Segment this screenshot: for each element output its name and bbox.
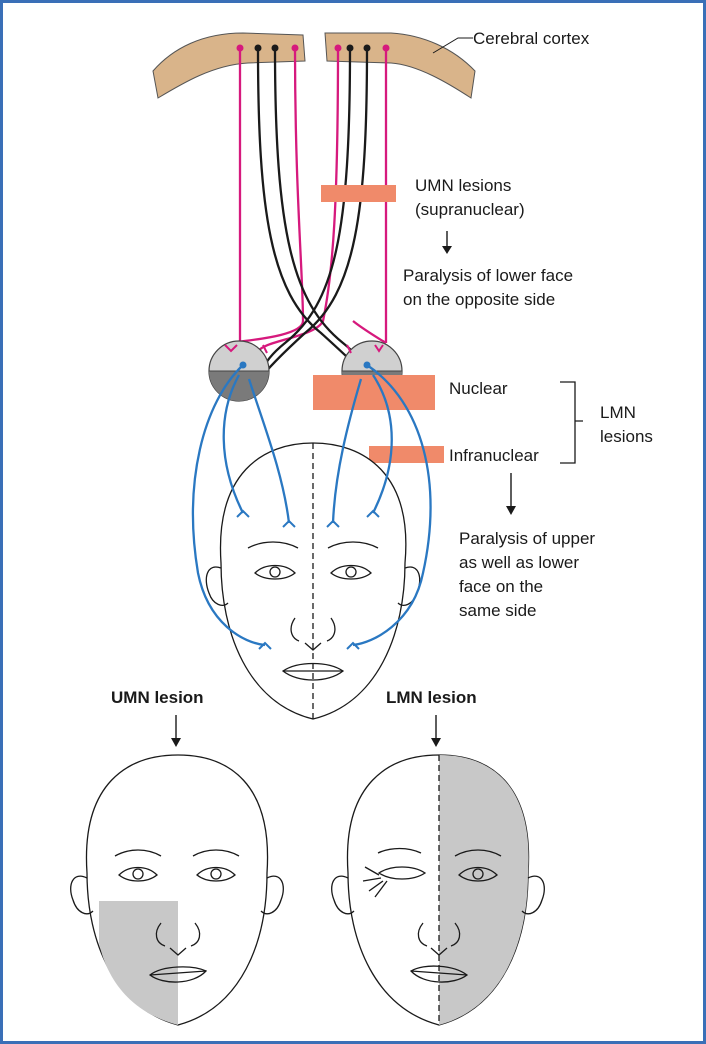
lmn-result-line2: as well as lower xyxy=(459,553,579,572)
umn-result-line2: on the opposite side xyxy=(403,290,555,309)
lmn-result-line1: Paralysis of upper xyxy=(459,529,595,548)
lmn-result-line3: face on the xyxy=(459,577,543,596)
lmn-lesions-label: lesions xyxy=(600,427,653,446)
umn-lesions-label: UMN lesions xyxy=(415,176,511,195)
central-face xyxy=(206,443,419,719)
crossing-fibers xyxy=(255,48,373,385)
umn-lesion-bar xyxy=(321,185,396,202)
cortex-right xyxy=(325,33,475,98)
left-facial-nucleus xyxy=(209,341,269,401)
umn-paralysis-shading xyxy=(99,901,178,1025)
supranuclear-label: (supranuclear) xyxy=(415,200,525,219)
infranuclear-lesion-bar xyxy=(369,446,444,463)
lmn-paralysis-shading xyxy=(439,755,529,1025)
lmn-lesion-face xyxy=(332,755,545,1025)
umn-result-line1: Paralysis of lower face xyxy=(403,266,573,285)
lmn-label: LMN xyxy=(600,403,636,422)
nuclear-label: Nuclear xyxy=(449,379,508,398)
lmn-bracket xyxy=(560,382,583,463)
cortex-left xyxy=(153,33,305,98)
nuclear-lesion-bar xyxy=(313,375,435,410)
umn-lesion-face xyxy=(71,755,284,1025)
lmn-result-line4: same side xyxy=(459,601,536,620)
cortex-neurons xyxy=(237,45,390,52)
cortex-label: Cerebral cortex xyxy=(473,29,590,48)
lmn-face-label: LMN lesion xyxy=(386,688,477,707)
facial-palsy-diagram: Cerebral cortex UMN lesions (supranuclea… xyxy=(3,3,703,1041)
infranuclear-label: Infranuclear xyxy=(449,446,539,465)
umn-face-label: UMN lesion xyxy=(111,688,204,707)
